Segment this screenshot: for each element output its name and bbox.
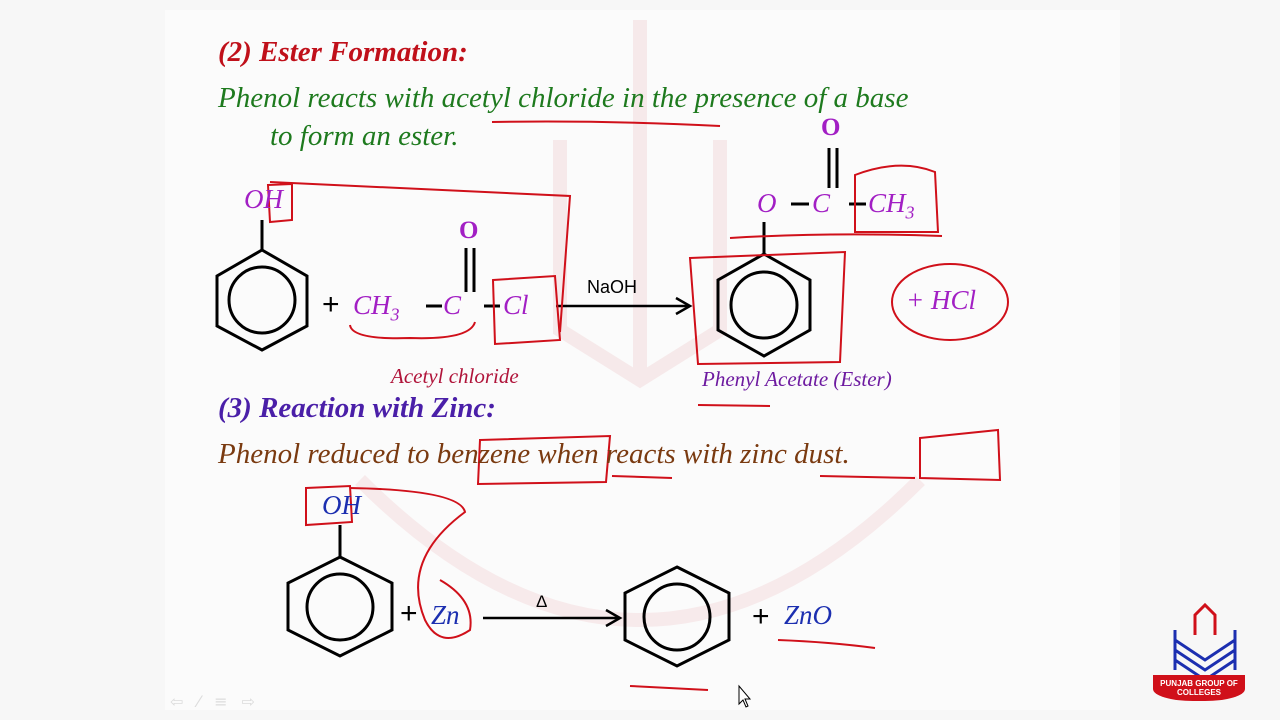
- pen-annotations: [266, 120, 1009, 691]
- methyl-label: CH3: [353, 290, 400, 325]
- hydroxyl-label: OH: [244, 184, 283, 214]
- slide: [165, 10, 1120, 710]
- section-2-line-2: to form an ester.: [270, 120, 459, 152]
- watermark: [355, 20, 925, 627]
- section-2-line-1: Phenol reacts with acetyl chloride in th…: [218, 82, 909, 114]
- zinc-label: Zn: [431, 600, 460, 630]
- subscript: 3: [390, 304, 400, 325]
- phenol-benzene-ring: [215, 220, 309, 352]
- ester-oxygen: O: [757, 188, 777, 218]
- benzene-ring-product: [623, 565, 731, 668]
- section-3-heading: (3) Reaction with Zinc:: [218, 392, 496, 424]
- ch-text: CH: [868, 188, 906, 218]
- ester-methyl: CH3: [868, 188, 915, 223]
- hcl-byproduct: + HCl: [906, 285, 976, 315]
- logo-text: PUNJAB GROUP OF COLLEGES: [1153, 675, 1245, 701]
- ester-carbon: C: [812, 188, 831, 218]
- plus-sign-2: +: [400, 597, 418, 630]
- section-3-line-1: Phenol reduced to benzene when reacts wi…: [218, 438, 850, 470]
- carbon-label: C: [443, 290, 462, 320]
- ester-carbonyl-oxygen: O: [821, 114, 841, 141]
- phenol-benzene-ring-2: [286, 525, 394, 658]
- reaction-arrow-2: [483, 608, 623, 628]
- oxygen-label: O: [459, 217, 479, 244]
- plus-sign-3: +: [752, 600, 770, 633]
- acetyl-bonds: [426, 248, 500, 308]
- heat-symbol: Δ: [536, 592, 548, 611]
- ester-benzene-ring: [716, 148, 866, 358]
- zinc-oxide-label: ZnO: [784, 600, 833, 630]
- reaction-arrow: [556, 296, 693, 316]
- slide-nav-controls[interactable]: ⇦⁄≡⇨: [170, 692, 269, 711]
- phenyl-acetate-label: Phenyl Acetate (Ester): [702, 367, 892, 391]
- plus-sign: +: [322, 288, 340, 321]
- hydroxyl-label-2: OH: [322, 490, 361, 520]
- subscript: 3: [905, 202, 915, 223]
- chlorine-label: Cl: [503, 290, 529, 320]
- ch-text: CH: [353, 290, 391, 320]
- acetyl-chloride-label: Acetyl chloride: [391, 364, 519, 388]
- reagent-naoh: NaOH: [587, 277, 638, 297]
- section-2-heading: (2) Ester Formation:: [218, 36, 468, 68]
